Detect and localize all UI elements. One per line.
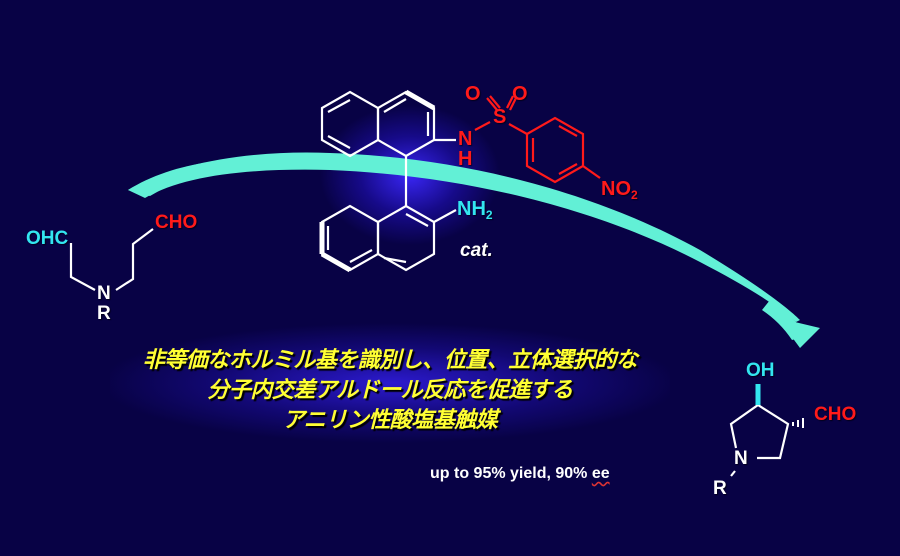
catalyst-oxygen-2: O: [512, 83, 528, 105]
catalyst-sulfur: S: [493, 106, 507, 128]
catalyst-oxygen-1: O: [465, 83, 481, 105]
catalyst-amine-label: NH2: [457, 198, 493, 222]
caption-glow: [110, 318, 670, 448]
product-n-label: N: [734, 448, 748, 469]
product-pyrrolidine: [729, 403, 790, 477]
caption-line-1: 非等価なホルミル基を識別し、位置、立体選択的な: [142, 348, 638, 373]
product-oh-label: OH: [746, 360, 775, 381]
substrate-cho-label: CHO: [155, 212, 198, 233]
caption-line-3: アニリン性酸塩基触媒: [282, 408, 498, 433]
ee-label: ee: [591, 465, 610, 482]
substrate-n-label: N: [97, 283, 111, 304]
reaction-arrow-icon: [128, 152, 820, 348]
catalyst-cat-label: cat.: [460, 240, 493, 261]
substrate-ohc-label: OHC: [26, 228, 69, 249]
hashed-wedge: [792, 418, 804, 428]
catalyst-nh-h: H: [458, 148, 473, 170]
catalyst-nh-n: N: [458, 128, 473, 150]
substrate-bonds: [69, 228, 154, 291]
product-cho-label: CHO: [814, 404, 857, 425]
substrate-r-label: R: [97, 303, 111, 324]
caption-line-2: 分子内交差アルドール反応を促進する: [207, 378, 573, 403]
catalyst-nitro-label: NO2: [601, 178, 638, 202]
nitrophenylsulfonyl-group: [474, 95, 601, 184]
product-r-label: R: [713, 478, 727, 499]
yield-ee-result: up to 95% yield, 90% ee: [430, 465, 610, 482]
catalyst-binaphthyl: [320, 90, 457, 272]
